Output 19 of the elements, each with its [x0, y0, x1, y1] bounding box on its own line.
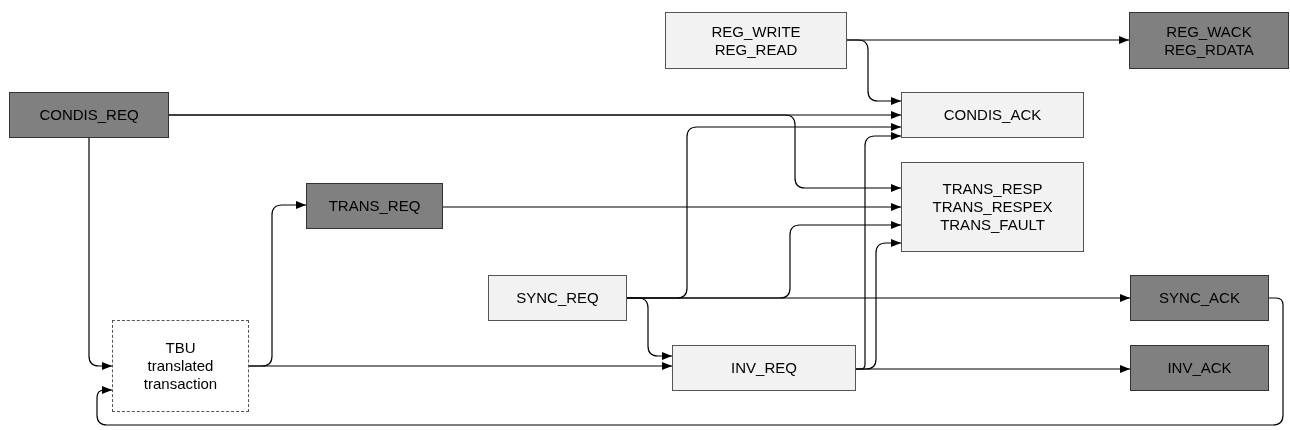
signal-box: SYNC_ACK: [1130, 275, 1269, 321]
signal-box: INV_ACK: [1130, 345, 1269, 391]
arrow: [626, 297, 673, 360]
arrow: [88, 137, 113, 370]
signal-box: REG_WRITE REG_READ: [665, 12, 847, 69]
signal-box: REG_WACK REG_RDATA: [1129, 12, 1289, 69]
arrow: [855, 365, 1131, 373]
arrow: [248, 362, 673, 370]
arrow: [168, 114, 902, 192]
dashed-box: TBU translated transaction: [112, 320, 249, 412]
signal-box: CONDIS_ACK: [901, 92, 1084, 138]
signal-box: INV_REQ: [672, 345, 856, 391]
signal-box: TRANS_REQ: [306, 183, 443, 229]
signal-box: CONDIS_REQ: [9, 92, 169, 138]
arrow: [96, 297, 1284, 426]
arrow: [442, 203, 902, 211]
signal-box: SYNC_REQ: [488, 275, 627, 321]
signal-box: TRANS_RESP TRANS_RESPEX TRANS_FAULT: [901, 162, 1084, 252]
arrow: [846, 39, 902, 105]
